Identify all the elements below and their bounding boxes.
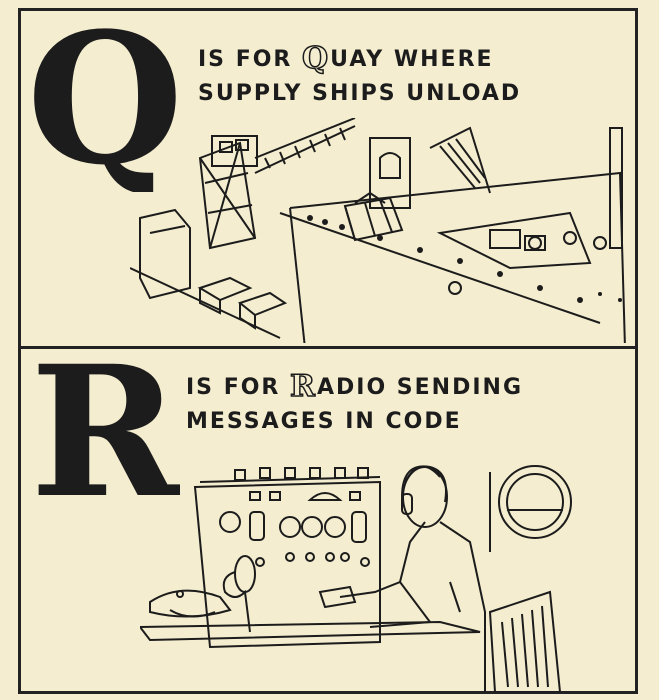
caption-r: IS FOR RADIO SENDING MESSAGES IN CODE (186, 369, 524, 439)
big-letter-q: Q (30, 22, 180, 192)
caption-q: IS FOR QUAY WHERE SUPPLY SHIPS UNLOAD (198, 41, 522, 111)
big-letter-q-glyph: Q (30, 22, 180, 192)
caption-r-text-a: IS FOR (186, 375, 291, 400)
page-frame (18, 8, 638, 694)
section-divider (18, 346, 638, 349)
caption-q-text-b: UAY WHERE (330, 47, 494, 72)
caption-r-line2: MESSAGES IN CODE (186, 409, 462, 434)
caption-r-text-b: ADIO SENDING (316, 375, 524, 400)
caption-r-initial: R (289, 369, 317, 405)
radio-operator-illustration (140, 465, 572, 692)
quay-crane-illustration (130, 118, 626, 343)
caption-r-line1: IS FOR RADIO SENDING (186, 369, 524, 405)
caption-q-text-a: IS FOR (198, 47, 303, 72)
caption-q-line1: IS FOR QUAY WHERE (198, 41, 521, 77)
big-letter-r-glyph: R (30, 355, 180, 525)
caption-q-initial: Q (301, 41, 331, 77)
caption-q-line2: SUPPLY SHIPS UNLOAD (198, 81, 522, 106)
big-letter-r: R (30, 355, 180, 525)
